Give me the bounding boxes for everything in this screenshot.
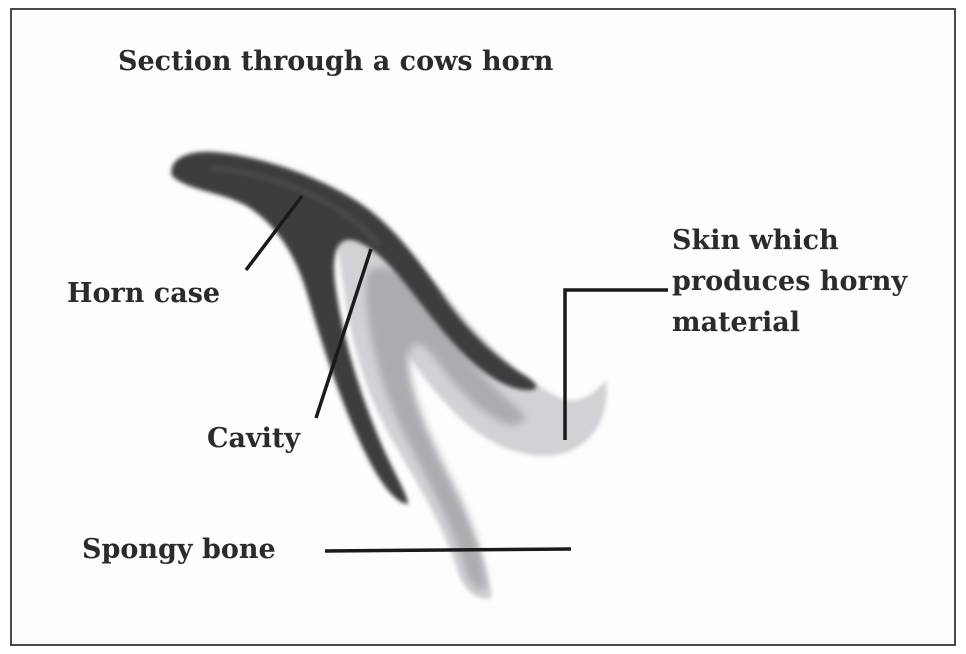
label-skin-line-2: produces horny <box>672 261 907 302</box>
label-horn-case: Horn case <box>67 278 220 310</box>
spongy-bone-leader <box>325 549 571 551</box>
label-cavity: Cavity <box>207 423 300 455</box>
label-spongy-bone: Spongy bone <box>82 534 276 566</box>
diagram-title: Section through a cows horn <box>118 46 553 78</box>
label-skin-line-3: material <box>672 302 907 343</box>
label-skin-line-1: Skin which <box>672 220 907 261</box>
label-skin: Skin which produces horny material <box>672 220 907 343</box>
